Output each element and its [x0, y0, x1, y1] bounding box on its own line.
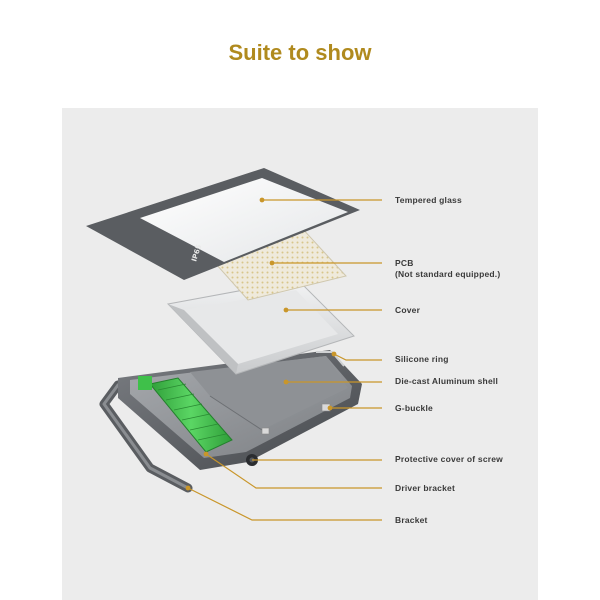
silicone-ring-part — [316, 351, 345, 367]
label-protective-cover: Protective cover of screw — [395, 454, 503, 464]
label-silicone-ring: Silicone ring — [395, 354, 449, 364]
leader-dots — [185, 197, 337, 491]
label-pcb: PCB — [395, 258, 414, 268]
label-tempered-glass: Tempered glass — [395, 195, 462, 205]
leader-lines — [187, 199, 382, 521]
label-bracket: Bracket — [395, 515, 428, 525]
label-g-buckle: G-buckle — [395, 403, 433, 413]
driver-part — [138, 376, 233, 453]
g-buckle-part-2 — [261, 427, 270, 435]
leader-silicone-ring — [333, 353, 382, 361]
tempered-glass-part: IP65 — [86, 168, 360, 280]
label-die-cast-shell: Die-cast Aluminum shell — [395, 376, 499, 386]
label-cover: Cover — [395, 305, 421, 315]
label-driver-bracket: Driver bracket — [395, 483, 455, 493]
leader-driver-bracket — [205, 453, 382, 489]
leader-bracket — [187, 487, 382, 521]
page-title: Suite to show — [228, 40, 372, 65]
label-pcb-note: (Not standard equipped.) — [395, 269, 501, 279]
bracket-part — [99, 380, 193, 493]
cover-part — [166, 279, 355, 375]
